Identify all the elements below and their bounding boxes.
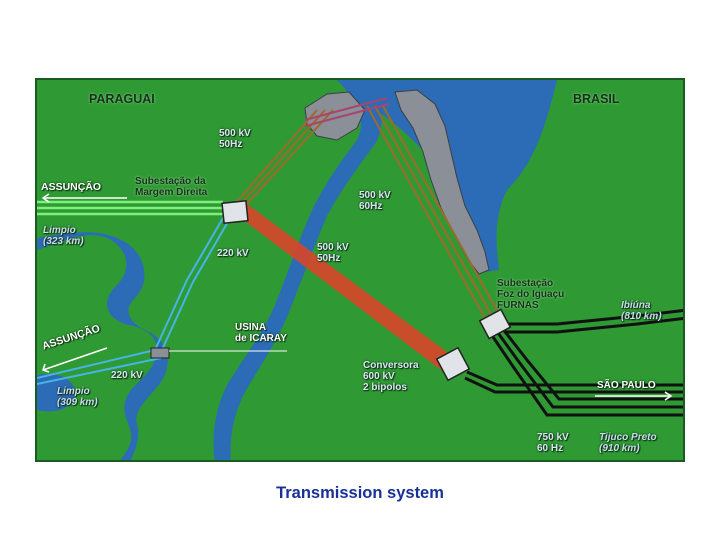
ac-lines-750kv — [464, 308, 683, 417]
label-line: Margem Direita — [135, 187, 208, 198]
ac-lines-220kv — [37, 217, 230, 385]
label-line: Ibiúna — [621, 300, 651, 311]
conversora-station — [435, 346, 471, 382]
label-sao-paulo: SÃO PAULO — [597, 380, 656, 391]
label-usina-icaray: USINA de ICARAY — [235, 322, 287, 344]
label-substation-right: Subestação Foz do Iguaçu FURNAS — [497, 278, 564, 311]
label-line: 50Hz — [219, 139, 243, 150]
label-substation-left: Subestação da Margem Direita — [135, 176, 207, 198]
label-line: 60Hz — [359, 201, 383, 212]
dam-left-wing — [304, 91, 366, 141]
dam-structure — [394, 89, 490, 275]
label-line: Subestação da — [135, 176, 206, 187]
label-line: 2 bipolos — [363, 382, 407, 393]
label-line: 50Hz — [317, 253, 341, 264]
label-ibiuna: Ibiúna (810 km) — [621, 300, 662, 322]
arrow-assuncao-top — [41, 193, 127, 203]
transmission-map: PARAGUAI BRASIL 500 kV 50Hz Subestação d… — [35, 78, 685, 462]
label-line: (910 km) — [599, 443, 640, 454]
hvdc-line — [233, 204, 455, 370]
substation-margem-direita — [221, 199, 249, 225]
label-line: Limpio — [43, 225, 76, 236]
figure-caption: Transmission system — [276, 484, 444, 502]
small-lake — [37, 373, 76, 412]
parana-river — [213, 80, 382, 460]
tributary-river — [37, 232, 168, 460]
lines-dam-purple — [304, 97, 390, 127]
map-drawing — [37, 80, 683, 460]
country-paraguai: PARAGUAI — [89, 92, 155, 106]
ac-lines-assuncao-top — [37, 200, 223, 216]
label-line: FURNAS — [497, 300, 539, 311]
lines-dam-to-right-substation — [366, 105, 500, 319]
label-line: Subestação — [497, 278, 554, 289]
usina-icaray — [150, 347, 287, 359]
label-line: Tijuco Preto — [599, 432, 657, 443]
arrow-assuncao-bottom — [42, 347, 108, 373]
label-line: 500 kV — [317, 242, 349, 253]
label-line: 500 kV — [219, 128, 251, 139]
country-brasil: BRASIL — [573, 92, 620, 106]
label-500kv-50hz-dc: 500 kV 50Hz — [317, 242, 349, 264]
label-line: (810 km) — [621, 311, 662, 322]
label-220kv-top: 220 kV — [217, 248, 249, 259]
label-limpio-bottom: Limpio (309 km) — [57, 386, 98, 408]
label-line: Foz do Iguaçu — [497, 289, 565, 300]
label-line: (323 km) — [43, 236, 84, 247]
label-limpio-top: Limpio (323 km) — [43, 225, 84, 247]
label-conversora: Conversora 600 kV 2 bipolos — [363, 360, 419, 393]
label-line: 60 Hz — [537, 443, 564, 454]
substation-foz-do-iguacu — [478, 308, 512, 340]
arrow-sao-paulo — [595, 391, 673, 401]
label-500kv-60hz: 500 kV 60Hz — [359, 190, 391, 212]
label-line: 600 kV — [363, 371, 395, 382]
label-line: de ICARAY — [235, 333, 287, 344]
label-line: 750 kV — [537, 432, 569, 443]
label-line: 500 kV — [359, 190, 391, 201]
label-750kv: 750 kV 60 Hz — [537, 432, 569, 454]
label-500kv-50hz-top: 500 kV 50Hz — [219, 128, 251, 150]
lines-dam-to-left-substation — [232, 109, 334, 207]
label-line: Limpio — [57, 386, 90, 397]
label-line: Conversora — [363, 360, 419, 371]
label-220kv-bottom: 220 kV — [111, 370, 143, 381]
label-tijuco-preto: Tijuco Preto (910 km) — [599, 432, 657, 454]
label-assuncao-top: ASSUNÇÃO — [41, 181, 102, 193]
label-line: USINA — [235, 322, 267, 333]
label-line: (309 km) — [57, 397, 98, 408]
